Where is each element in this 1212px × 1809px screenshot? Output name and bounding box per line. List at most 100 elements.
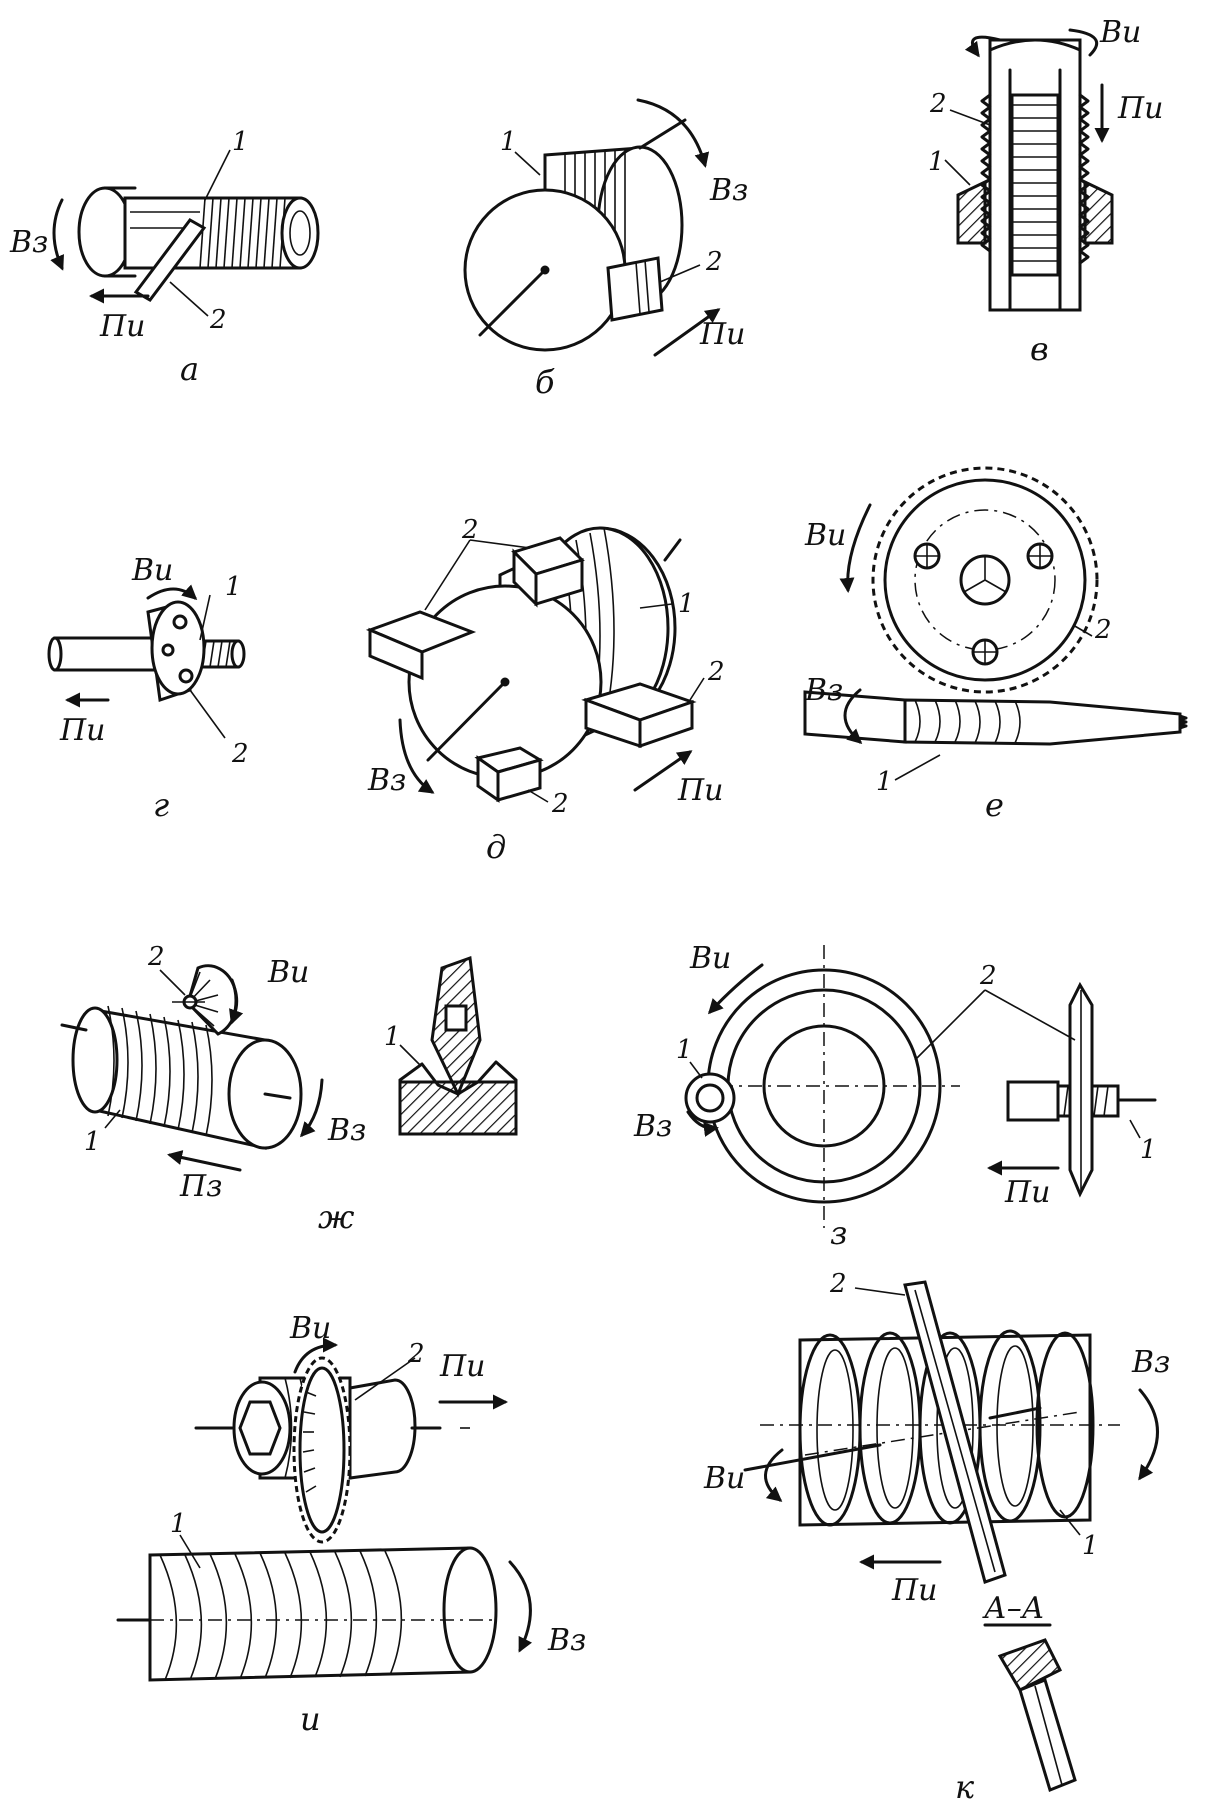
- rotation-arrow-tool: [229, 978, 244, 1025]
- label-part1: 1: [500, 127, 517, 157]
- thread-die-plate: [606, 256, 664, 322]
- caption-a: а: [180, 350, 199, 388]
- label-feed: Пи: [891, 1573, 937, 1608]
- label-feed: Пи: [439, 1349, 485, 1384]
- rotation-arrow-tool: [764, 1448, 784, 1502]
- label-part2: 2: [231, 739, 249, 769]
- rotation-arrow-part: [508, 1560, 533, 1653]
- tool-profile-detail: [398, 955, 518, 1136]
- label-feed: Пи: [699, 317, 745, 352]
- label-part1: 1: [84, 1127, 101, 1157]
- caption-z: з: [830, 1214, 847, 1252]
- workpiece-cylinder: [463, 118, 687, 352]
- label-rot-part: Вз: [804, 673, 843, 708]
- label-rot-tool: Ви: [289, 1311, 331, 1346]
- label-rot-part: Вз: [327, 1113, 366, 1148]
- rotation-arrow-part: [843, 688, 863, 745]
- label-part2: 2: [209, 305, 227, 335]
- label-feed: Пи: [1117, 91, 1163, 126]
- panel-b: Вз Пи 1 2 б: [463, 98, 748, 401]
- label-feed: Пи: [99, 309, 145, 344]
- label-part2: 2: [147, 942, 165, 972]
- label-rot-part: Вз: [633, 1109, 672, 1144]
- label-section: А–А: [982, 1591, 1044, 1626]
- label-part2-bottom: 2: [551, 789, 569, 819]
- panel-a: Вз Пи 1 2 а: [9, 127, 320, 388]
- die-block-left: [365, 610, 477, 681]
- disk-tool: [172, 964, 239, 1036]
- panel-e: Ви Вз 1 2 е: [803, 466, 1188, 824]
- rotation-arrow: [146, 584, 198, 601]
- panel-z: Ви Вз Пи 1 1 2 з: [633, 941, 1157, 1252]
- label-part2: 2: [1094, 615, 1112, 645]
- label-rot: Ви: [1099, 15, 1141, 50]
- label-part1: 1: [876, 767, 893, 797]
- label-part1-end: 1: [676, 1035, 693, 1065]
- gear-tool: [871, 466, 1099, 694]
- die-head-tool: [146, 600, 206, 702]
- thread-rolling-disk: [292, 1356, 352, 1544]
- caption-v: в: [1030, 330, 1049, 368]
- label-part1-side: 1: [1140, 1135, 1157, 1165]
- grinding-disk-tool: [903, 1280, 1007, 1584]
- caption-i: и: [300, 1700, 321, 1738]
- label-rot-part: Вз: [547, 1623, 586, 1658]
- tap-tool: [980, 38, 1090, 312]
- label-rot: Вз: [9, 225, 48, 260]
- rotation-arrow: [964, 35, 1002, 58]
- caption-k: к: [955, 1768, 975, 1806]
- label-rot-tool: Ви: [703, 1461, 745, 1496]
- thread-cutter: [133, 218, 207, 302]
- rotation-arrow: [398, 718, 435, 794]
- rotation-arrow-part: [1138, 1388, 1159, 1481]
- label-part1: 1: [225, 572, 242, 602]
- panel-g: Ви Пи 1 2 г: [47, 553, 249, 824]
- rotation-arrow-tool: [293, 1337, 338, 1374]
- panel-v: Ви Пи 2 1 в: [928, 15, 1163, 368]
- label-part2: 2: [829, 1269, 847, 1299]
- label-rot: Вз: [367, 763, 406, 798]
- caption-zh: ж: [318, 1198, 355, 1236]
- die-block-top: [511, 536, 585, 608]
- rod-part: [47, 636, 246, 672]
- grinding-wheel-side: [1068, 981, 1094, 1198]
- label-part2: 2: [929, 89, 947, 119]
- label-part2: 2: [407, 1339, 425, 1369]
- caption-d: д: [486, 828, 506, 866]
- bolt-part: [77, 186, 320, 278]
- feed-arrow: [653, 308, 721, 357]
- panel-k: Ви Вз Пи 2 1 А–А к: [703, 1269, 1170, 1806]
- label-rot-part: Вз: [1131, 1345, 1170, 1380]
- label-feed: Пз: [179, 1169, 223, 1204]
- label-feed: Пи: [59, 713, 105, 748]
- label-part2: 2: [705, 247, 723, 277]
- feed-arrow: [633, 750, 693, 792]
- label-part2-top: 2: [461, 515, 479, 545]
- grinding-wheel: [690, 945, 960, 1228]
- label-part1: 1: [232, 127, 249, 157]
- nut-part: [956, 179, 1114, 245]
- rotation-arrow-part: [299, 1078, 324, 1138]
- label-part1: 1: [678, 589, 695, 619]
- label-rot-tool: Ви: [267, 955, 309, 990]
- die-block-right: [581, 682, 697, 749]
- worm-part: [803, 690, 1188, 746]
- worm-part: [60, 1005, 303, 1150]
- panel-i: Ви Пи Вз 2 1 и: [116, 1311, 586, 1738]
- worm-part: [116, 1546, 498, 1682]
- section-a-a: [997, 1638, 1077, 1793]
- label-part2: 2: [979, 961, 997, 991]
- label-feed: Пи: [1004, 1175, 1050, 1210]
- rotation-arrow: [50, 198, 64, 271]
- panel-zh: Ви Вз Пз 2 1 1 ж: [60, 942, 518, 1236]
- label-part1: 1: [928, 147, 945, 177]
- caption-b: б: [535, 363, 555, 401]
- label-part1: 1: [170, 1509, 187, 1539]
- rotation-arrow-tool: [839, 503, 872, 593]
- label-rot: Ви: [131, 553, 173, 588]
- rotation-arrow-part: [686, 1110, 719, 1137]
- feed-arrow: [167, 1150, 242, 1172]
- label-feed: Пи: [677, 773, 723, 808]
- rotation-arrow-tool: [707, 963, 764, 1015]
